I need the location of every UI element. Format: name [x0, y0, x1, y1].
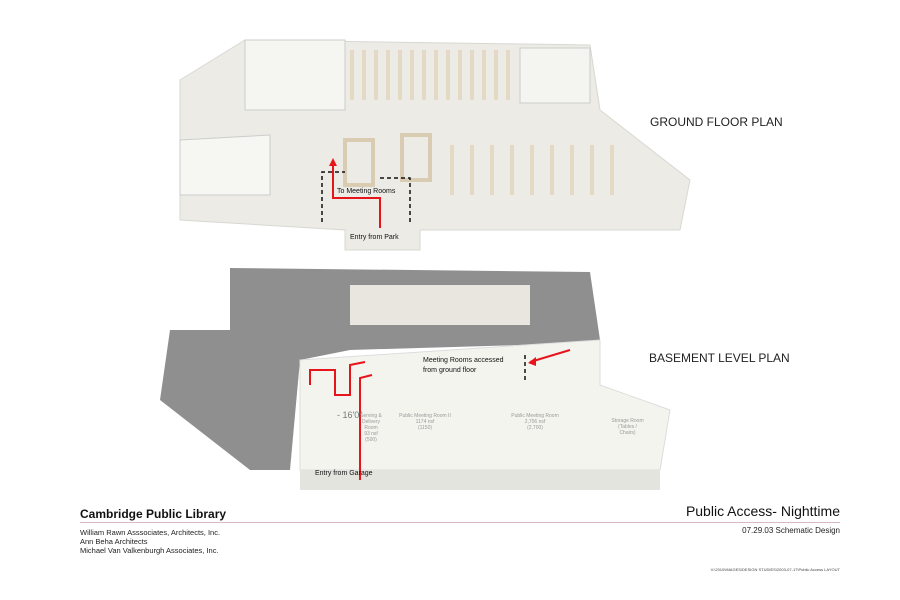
credit: Michael Van Valkenburgh Associates, Inc.	[80, 546, 219, 555]
phase-label: 07.29.03 Schematic Design	[742, 526, 840, 535]
to-meeting-rooms-label: To Meeting Rooms	[337, 188, 396, 195]
room-label: Storage Room (Tables / Chairs)	[611, 418, 644, 436]
basement-heading: BASEMENT LEVEL PLAN	[649, 351, 790, 365]
ground-floor-model	[179, 39, 691, 251]
bookstacks	[350, 50, 614, 195]
credit: Ann Beha Architects	[80, 537, 148, 546]
entry-from-park-label: Entry from Park	[350, 234, 399, 241]
meeting-rooms-accessed-label: Meeting Rooms accessed from ground floor	[423, 357, 504, 374]
entry-from-garage-label: Entry from Garage	[315, 470, 373, 477]
credit: William Rawn Asssociates, Architects, In…	[80, 528, 221, 537]
ground-floor-heading: GROUND FLOOR PLAN	[650, 115, 783, 129]
file-path: V:\2010\IMAGES\DESIGN STUDIES\2003-07-17…	[710, 567, 840, 572]
sheet-title: Public Access- Nighttime	[685, 503, 840, 519]
divider	[80, 522, 840, 523]
project-title: Cambridge Public Library	[80, 507, 227, 521]
elevation-label: - 16'0"	[337, 410, 363, 420]
basement-model	[160, 268, 671, 490]
